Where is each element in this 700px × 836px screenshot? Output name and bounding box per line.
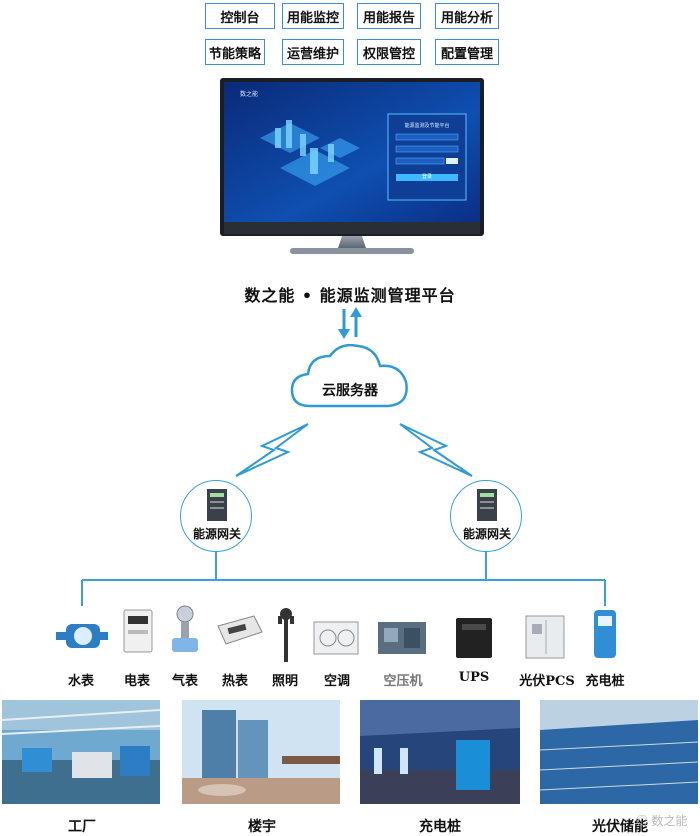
charging-station-photo [360,700,520,804]
scene-charging-station [360,700,520,804]
scene-label-building: 楼宇 [248,819,276,835]
cloud-icon [290,343,408,408]
device-label-gas-meter: 气表 [171,674,198,689]
factory-photo [2,700,160,804]
device-label-water-meter: 水表 [67,674,94,689]
gateway-right: 能源网关 [450,480,522,552]
electric-meter-icon [123,609,153,653]
scene-label-pv-storage: 光伏储能 [592,819,648,835]
charging-pile-icon [594,610,616,658]
cloud-label: 云服务器 [322,383,378,399]
gateway-device-icon [477,489,497,521]
wireless-link-left-icon [235,423,309,477]
device-label-charging-pile: 充电桩 [585,674,625,689]
pv-storage-photo [540,700,698,804]
device-label-air-conditioner: 空调 [323,674,350,689]
scene-building [182,700,340,804]
device-label-pv-pcs: 光伏PCS [519,674,575,689]
scene-label-factory: 工厂 [68,819,96,835]
login-title: 能源监测及节能平台 [404,123,450,129]
watermark-text: 数之能 [651,814,688,828]
module-button-configuration[interactable]: 配置管理 [435,39,499,65]
air-compressor-icon [378,622,426,654]
device-label-air-compressor: 空压机 [383,674,423,689]
module-button-saving-strategy[interactable]: 节能策略 [205,39,265,65]
street-lamp-icon [278,608,294,662]
gateway-label: 能源网关 [462,527,511,541]
ups-icon [456,618,492,658]
air-conditioner-icon [313,621,359,655]
pv-pcs-icon [525,615,565,659]
device-label-ups: UPS [458,670,490,685]
gas-meter-icon [172,605,198,652]
gateway-device-icon [207,489,227,521]
gateway-label: 能源网关 [192,527,241,541]
connector-lines [81,552,606,606]
sync-arrows [338,307,362,339]
heat-meter-icon [217,615,263,645]
wireless-link-right-icon [399,423,473,477]
building-photo [182,700,340,804]
module-button-energy-analysis[interactable]: 用能分析 [435,3,499,29]
scene-factory [2,700,160,804]
monitor: 数之能 能源监测及节能平台 登录 [220,78,484,260]
module-button-operation[interactable]: 运营维护 [282,39,344,65]
monitor-brand: 数之能 [240,92,259,98]
scene-pv-storage [540,700,698,804]
device-label-electric-meter: 电表 [123,674,150,689]
watermark: ◎ 数之能 [636,812,687,829]
gateway-left: 能源网关 [180,480,252,552]
scene-label-charging-station: 充电桩 [419,819,461,835]
watermark-icon: ◎ [636,814,649,828]
platform-title: 数之能 • 能源监测管理平台 [244,286,456,305]
water-meter-icon [56,624,108,648]
monitor-illustration [220,78,484,254]
module-button-energy-report[interactable]: 用能报告 [357,3,421,29]
module-button-console[interactable]: 控制台 [205,3,275,29]
device-label-heat-meter: 热表 [221,674,248,689]
module-button-energy-monitor[interactable]: 用能监控 [282,3,344,29]
login-button[interactable]: 登录 [421,174,432,180]
device-label-lighting: 照明 [271,674,298,689]
module-button-permission[interactable]: 权限管控 [357,39,421,65]
